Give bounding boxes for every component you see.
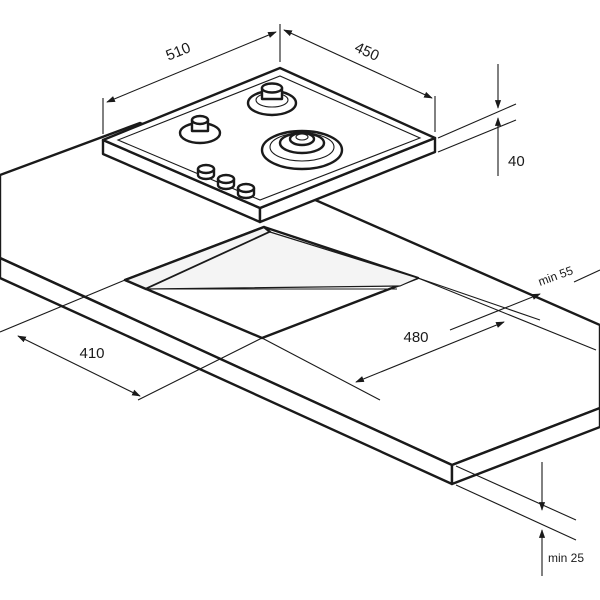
- burner-left: [178, 114, 222, 145]
- control-knobs: [196, 163, 256, 200]
- worktop-right-edge: [450, 406, 600, 486]
- cutout-floor: [145, 231, 419, 290]
- label-cutout-depth: 410: [79, 345, 104, 362]
- cutout: [123, 225, 420, 340]
- label-hob-width: 510: [164, 39, 194, 64]
- dimension-cutout-depth: 410: [0, 279, 263, 401]
- label-cutout-width: 480: [403, 329, 428, 346]
- knob-1: [196, 163, 216, 181]
- label-worktop-thickness: min 25: [548, 551, 584, 565]
- burner-wok: [260, 129, 344, 171]
- label-hob-depth: 450: [352, 39, 382, 65]
- knob-3: [236, 182, 256, 200]
- dimension-worktop-thickness: min 25: [455, 462, 584, 576]
- label-hob-height: 40: [508, 153, 525, 170]
- dimension-cutout-width: 480: [261, 277, 541, 401]
- label-clearance-back: min 55: [536, 263, 575, 289]
- dimension-hob-height: 40: [437, 64, 525, 176]
- knob-2: [216, 173, 236, 191]
